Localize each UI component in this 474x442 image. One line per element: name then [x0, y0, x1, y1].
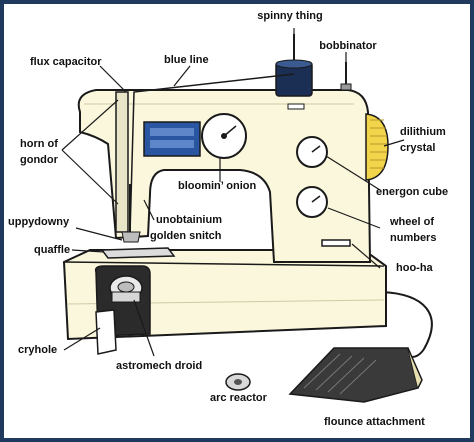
label-hoo-ha: hoo-ha	[396, 262, 433, 274]
label-cryhole: cryhole	[18, 344, 58, 356]
dilithium-crystal-handwheel	[365, 113, 389, 181]
foot-pedal	[288, 347, 423, 403]
blue-display-panel	[143, 121, 201, 157]
label-wheel-of-numbers-2: numbers	[390, 232, 437, 244]
thread-blue-line	[129, 73, 295, 235]
label-spinny-thing: spinny thing	[257, 10, 323, 22]
wheel-of-numbers-dial	[296, 186, 328, 218]
pedal-cable	[381, 291, 433, 358]
label-dilithium-crystal-1: dilithium	[400, 126, 446, 138]
label-blue-line: blue line	[164, 54, 209, 66]
callout-lines	[61, 28, 405, 357]
presser-plate	[100, 247, 176, 259]
arc-reactor-bobbin	[225, 373, 251, 391]
thread-spool	[275, 34, 313, 97]
label-flounce-attachment: flounce attachment	[324, 416, 425, 428]
needle-assembly	[115, 91, 141, 243]
label-arc-reactor: arc reactor	[210, 392, 267, 404]
label-horn-of-gondor-2: gondor	[20, 154, 58, 166]
label-bobbinator: bobbinator	[319, 40, 377, 52]
label-wheel-of-numbers-1: wheel of	[390, 216, 435, 228]
bobbinator-pin	[340, 62, 352, 91]
top-indicator	[287, 103, 305, 110]
label-bloomin-onion: bloomin’ onion	[178, 180, 257, 192]
label-golden-snitch: golden snitch	[150, 230, 222, 242]
label-uppydowny: uppydowny	[8, 216, 70, 228]
label-unobtainium: unobtainium	[156, 214, 222, 226]
astromech-droid	[109, 275, 143, 303]
label-astromech-droid: astromech droid	[116, 360, 203, 372]
label-horn-of-gondor-1: horn of	[20, 138, 58, 150]
label-energon-cube: energon cube	[376, 186, 449, 198]
hoo-ha-slot	[321, 239, 351, 247]
sewing-machine-illustration	[61, 28, 433, 403]
bloomin-onion-dial	[201, 113, 247, 159]
label-flux-capacitor: flux capacitor	[30, 56, 102, 68]
energon-cube-dial	[296, 136, 328, 168]
label-quaffle: quaffle	[34, 244, 71, 256]
label-dilithium-crystal-2: crystal	[400, 142, 436, 154]
